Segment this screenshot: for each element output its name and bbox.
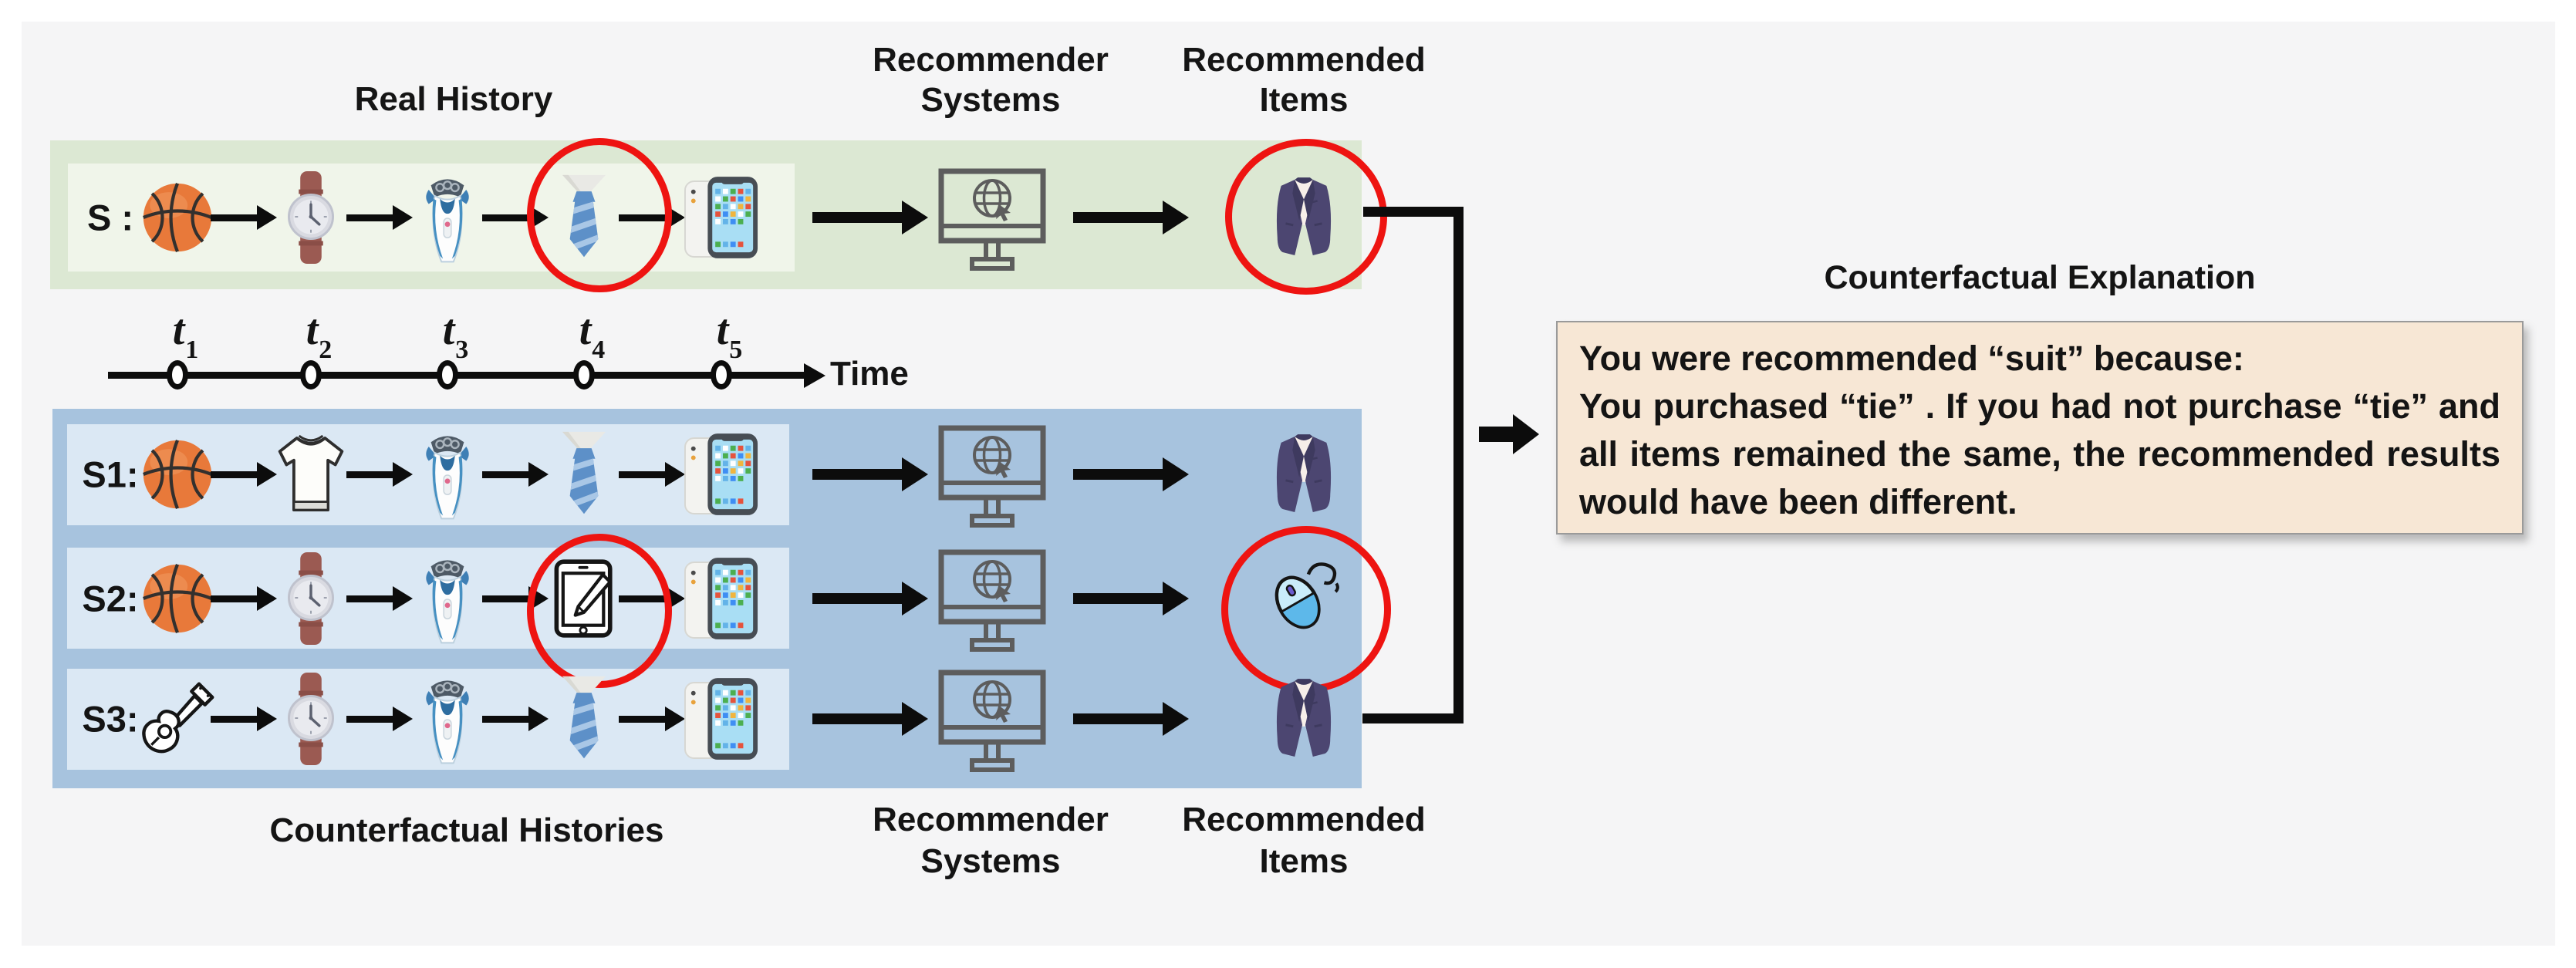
suit-icon — [1268, 433, 1340, 515]
arrow-to-system-icon — [812, 581, 928, 616]
arrow-right-icon — [211, 204, 277, 231]
arrow-to-system-icon — [812, 200, 928, 235]
arrow-right-icon — [619, 461, 685, 487]
basketball-icon — [141, 562, 214, 635]
highlight-circle — [1225, 139, 1387, 295]
counterfactual-explanation-title: Counterfactual Explanation — [1824, 259, 2256, 296]
sequence-label-s2: S2: — [82, 578, 139, 619]
real-history-title: Real History — [354, 80, 553, 118]
explanation-box: You were recommended “suit” because: You… — [1556, 321, 2524, 535]
timeline-tick-label: t4 — [579, 306, 606, 365]
basketball-icon — [141, 181, 214, 254]
recommended-items-title-bottom: Recommended Items — [1182, 801, 1426, 880]
recommender-systems-title-bottom: Recommender Systems — [873, 801, 1109, 880]
timeline-node — [300, 360, 322, 390]
arrow-to-system-icon — [812, 701, 928, 737]
highlight-circle — [527, 534, 672, 688]
wrist-watch-icon — [287, 671, 335, 767]
explanation-line-1: You were recommended “suit” because: — [1579, 339, 2244, 378]
electric-shaver-icon — [420, 427, 474, 522]
arrow-to-system-icon — [812, 457, 928, 492]
recommender-monitor-icon — [937, 167, 1047, 272]
timeline-node — [437, 360, 458, 390]
arrow-right-icon — [482, 706, 549, 732]
arrow-to-result-icon — [1073, 701, 1189, 737]
recommender-monitor-icon — [937, 424, 1047, 529]
suit-icon — [1268, 678, 1340, 760]
necktie-icon — [553, 675, 615, 763]
electric-shaver-icon — [420, 551, 474, 646]
arrow-right-icon — [346, 461, 413, 487]
timeline-node — [711, 360, 732, 390]
sequence-label-s3: S3: — [82, 698, 139, 740]
arrow-right-icon — [346, 706, 413, 732]
recommended-items-title-top: Recommended Items — [1182, 41, 1426, 119]
recommender-monitor-icon — [937, 669, 1047, 774]
timeline-node — [167, 360, 188, 390]
arrow-to-result-icon — [1073, 200, 1189, 235]
timeline-tick-label: t2 — [306, 306, 333, 365]
smartphone-icon — [684, 175, 759, 260]
arrow-to-result-icon — [1073, 457, 1189, 492]
timeline-tick-label: t5 — [716, 306, 743, 365]
basketball-icon — [141, 438, 214, 511]
smartphone-icon — [684, 556, 759, 641]
recommender-systems-title-top: Recommender Systems — [873, 41, 1109, 119]
recommender-monitor-icon — [937, 548, 1047, 653]
timeline-arrowhead-icon — [804, 363, 825, 388]
timeline-node — [573, 360, 595, 390]
counterfactual-histories-title: Counterfactual Histories — [269, 811, 664, 849]
smartphone-icon — [684, 432, 759, 517]
bracket-top-segment — [1363, 207, 1463, 217]
sequence-label-s1: S1: — [82, 454, 139, 495]
bracket-bottom-segment — [1362, 713, 1464, 723]
smartphone-icon — [684, 676, 759, 761]
sequence-label-s: S : — [86, 197, 134, 238]
timeline-tick-label: t3 — [442, 306, 469, 365]
highlight-circle — [527, 138, 672, 292]
arrow-to-result-icon — [1073, 581, 1189, 616]
electric-shaver-icon — [420, 671, 474, 767]
to-explanation-arrow-icon — [1479, 414, 1539, 454]
highlight-circle — [1221, 526, 1391, 693]
wrist-watch-icon — [287, 551, 335, 646]
arrow-right-icon — [619, 706, 685, 732]
tshirt-icon — [274, 433, 348, 515]
arrow-right-icon — [211, 706, 277, 732]
timeline-tick-label: t1 — [172, 306, 199, 365]
wrist-watch-icon — [287, 170, 335, 265]
arrow-right-icon — [346, 204, 413, 231]
electric-shaver-icon — [420, 170, 474, 265]
arrow-right-icon — [346, 585, 413, 612]
guitar-icon — [137, 678, 218, 760]
arrow-right-icon — [482, 461, 549, 487]
explanation-body: You purchased “tie” . If you had not pur… — [1579, 386, 2500, 521]
timeline-axis-label: Time — [830, 355, 909, 393]
arrow-right-icon — [211, 461, 277, 487]
arrow-right-icon — [211, 585, 277, 612]
necktie-icon — [553, 430, 615, 518]
bracket-vertical-segment — [1453, 207, 1464, 723]
